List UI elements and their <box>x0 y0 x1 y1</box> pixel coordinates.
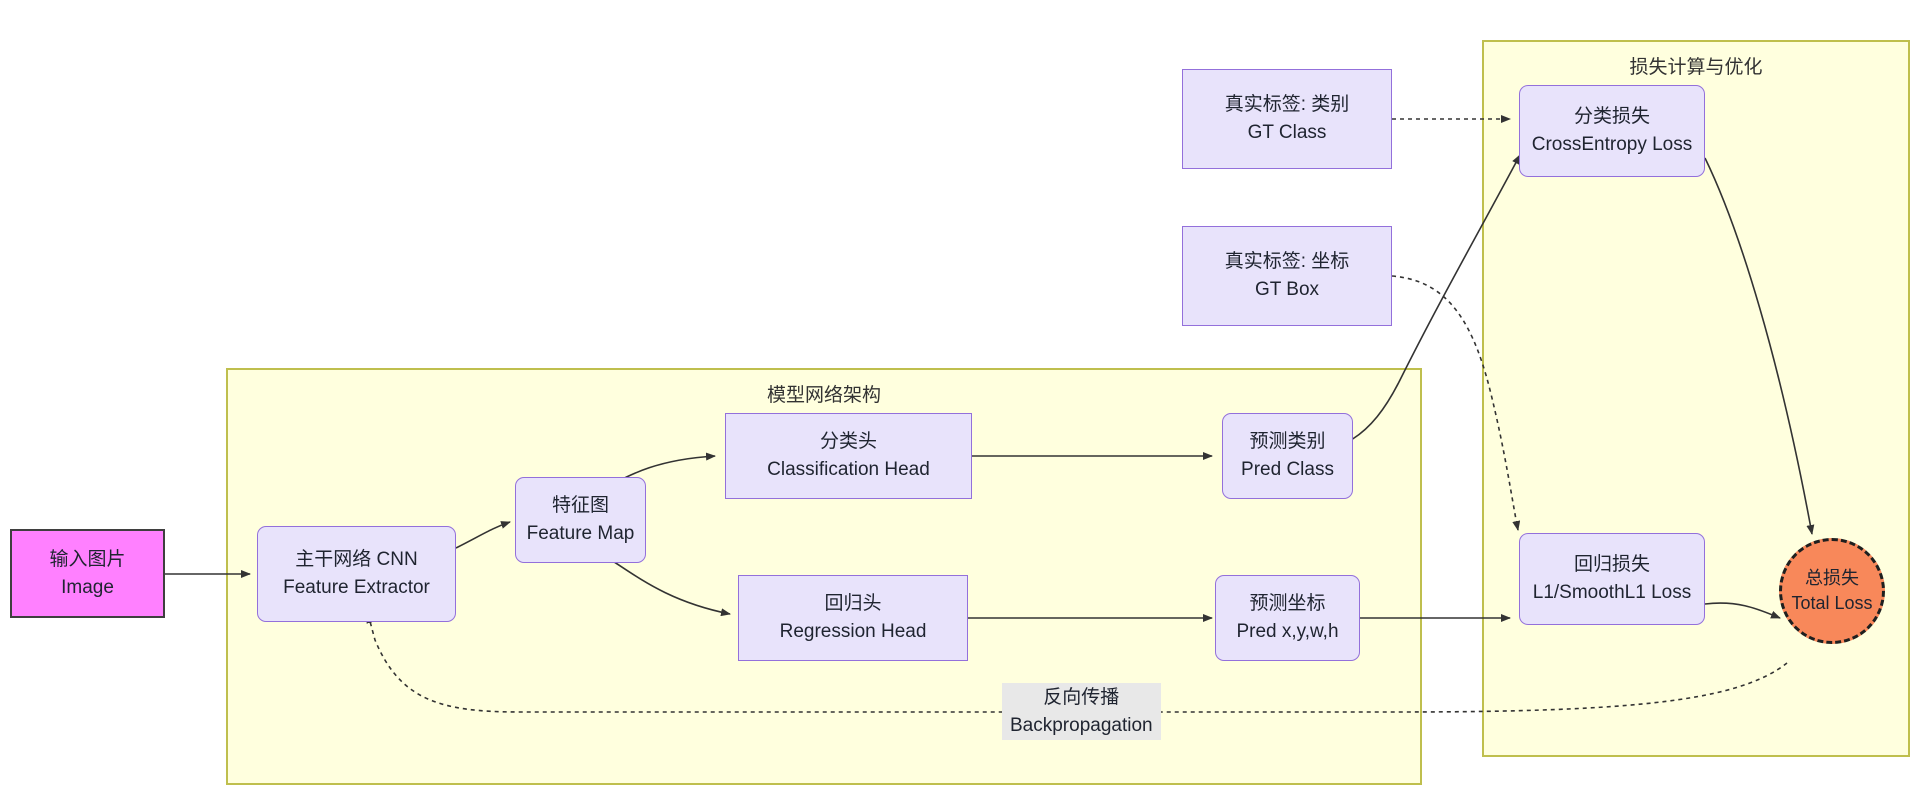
node-input-image-label-en: Image <box>61 576 114 598</box>
node-pred-box-label-en: Pred x,y,w,h <box>1236 621 1339 642</box>
node-pred-class-label-zh: 预测类别 <box>1249 431 1326 453</box>
node-feature-map-label-zh: 特征图 <box>551 495 609 517</box>
node-classification-head[interactable]: 分类头 Classification Head <box>725 413 972 499</box>
node-gt-class[interactable]: 真实标签: 类别 GT Class <box>1182 69 1392 169</box>
subgraph-model-architecture-title: 模型网络架构 <box>766 385 881 406</box>
node-regression-loss-label-zh: 回归损失 <box>1573 554 1650 576</box>
node-pred-box-label-zh: 预测坐标 <box>1249 593 1326 615</box>
node-gt-box[interactable]: 真实标签: 坐标 GT Box <box>1182 226 1392 326</box>
subgraph-loss-optimization-title: 损失计算与优化 <box>1629 57 1763 78</box>
edge-label-backpropagation-zh: 反向传播 <box>1043 687 1120 708</box>
edge-label-backpropagation: 反向传播 Backpropagation <box>1002 683 1161 741</box>
node-regression-loss[interactable]: 回归损失 L1/SmoothL1 Loss <box>1519 533 1705 625</box>
node-total-loss-label-en: Total Loss <box>1791 593 1873 613</box>
node-classification-loss-label-en: CrossEntropy Loss <box>1531 134 1693 155</box>
node-classification-head-label-en: Classification Head <box>767 459 930 480</box>
node-backbone-label-zh: 主干网络 CNN <box>295 549 418 571</box>
node-feature-map-label-en: Feature Map <box>526 523 635 544</box>
node-regression-head[interactable]: 回归头 Regression Head <box>738 575 968 661</box>
node-pred-class[interactable]: 预测类别 Pred Class <box>1222 413 1353 499</box>
node-regression-head-label-zh: 回归头 <box>824 593 882 615</box>
node-total-loss-label-zh: 总损失 <box>1805 567 1859 588</box>
node-pred-class-label-en: Pred Class <box>1241 459 1334 480</box>
node-classification-head-label-zh: 分类头 <box>819 431 877 453</box>
node-input-image-label-zh: 输入图片 <box>49 548 126 570</box>
node-gt-box-label-zh: 真实标签: 坐标 <box>1224 251 1350 273</box>
node-feature-map[interactable]: 特征图 Feature Map <box>515 477 646 563</box>
node-regression-head-label-en: Regression Head <box>779 621 927 642</box>
edge-label-backpropagation-en: Backpropagation <box>1010 714 1153 736</box>
node-gt-class-label-zh: 真实标签: 类别 <box>1224 94 1350 116</box>
node-input-image[interactable]: 输入图片 Image <box>10 529 165 618</box>
node-regression-loss-label-en: L1/SmoothL1 Loss <box>1532 582 1692 603</box>
node-pred-box[interactable]: 预测坐标 Pred x,y,w,h <box>1215 575 1360 661</box>
node-backbone[interactable]: 主干网络 CNN Feature Extractor <box>257 526 456 622</box>
node-gt-box-label-en: GT Box <box>1254 279 1320 300</box>
node-gt-class-label-en: GT Class <box>1247 122 1327 143</box>
node-classification-loss-label-zh: 分类损失 <box>1573 106 1650 128</box>
node-backbone-label-en: Feature Extractor <box>283 577 430 598</box>
node-total-loss[interactable]: 总损失 Total Loss <box>1779 538 1885 644</box>
node-classification-loss[interactable]: 分类损失 CrossEntropy Loss <box>1519 85 1705 177</box>
